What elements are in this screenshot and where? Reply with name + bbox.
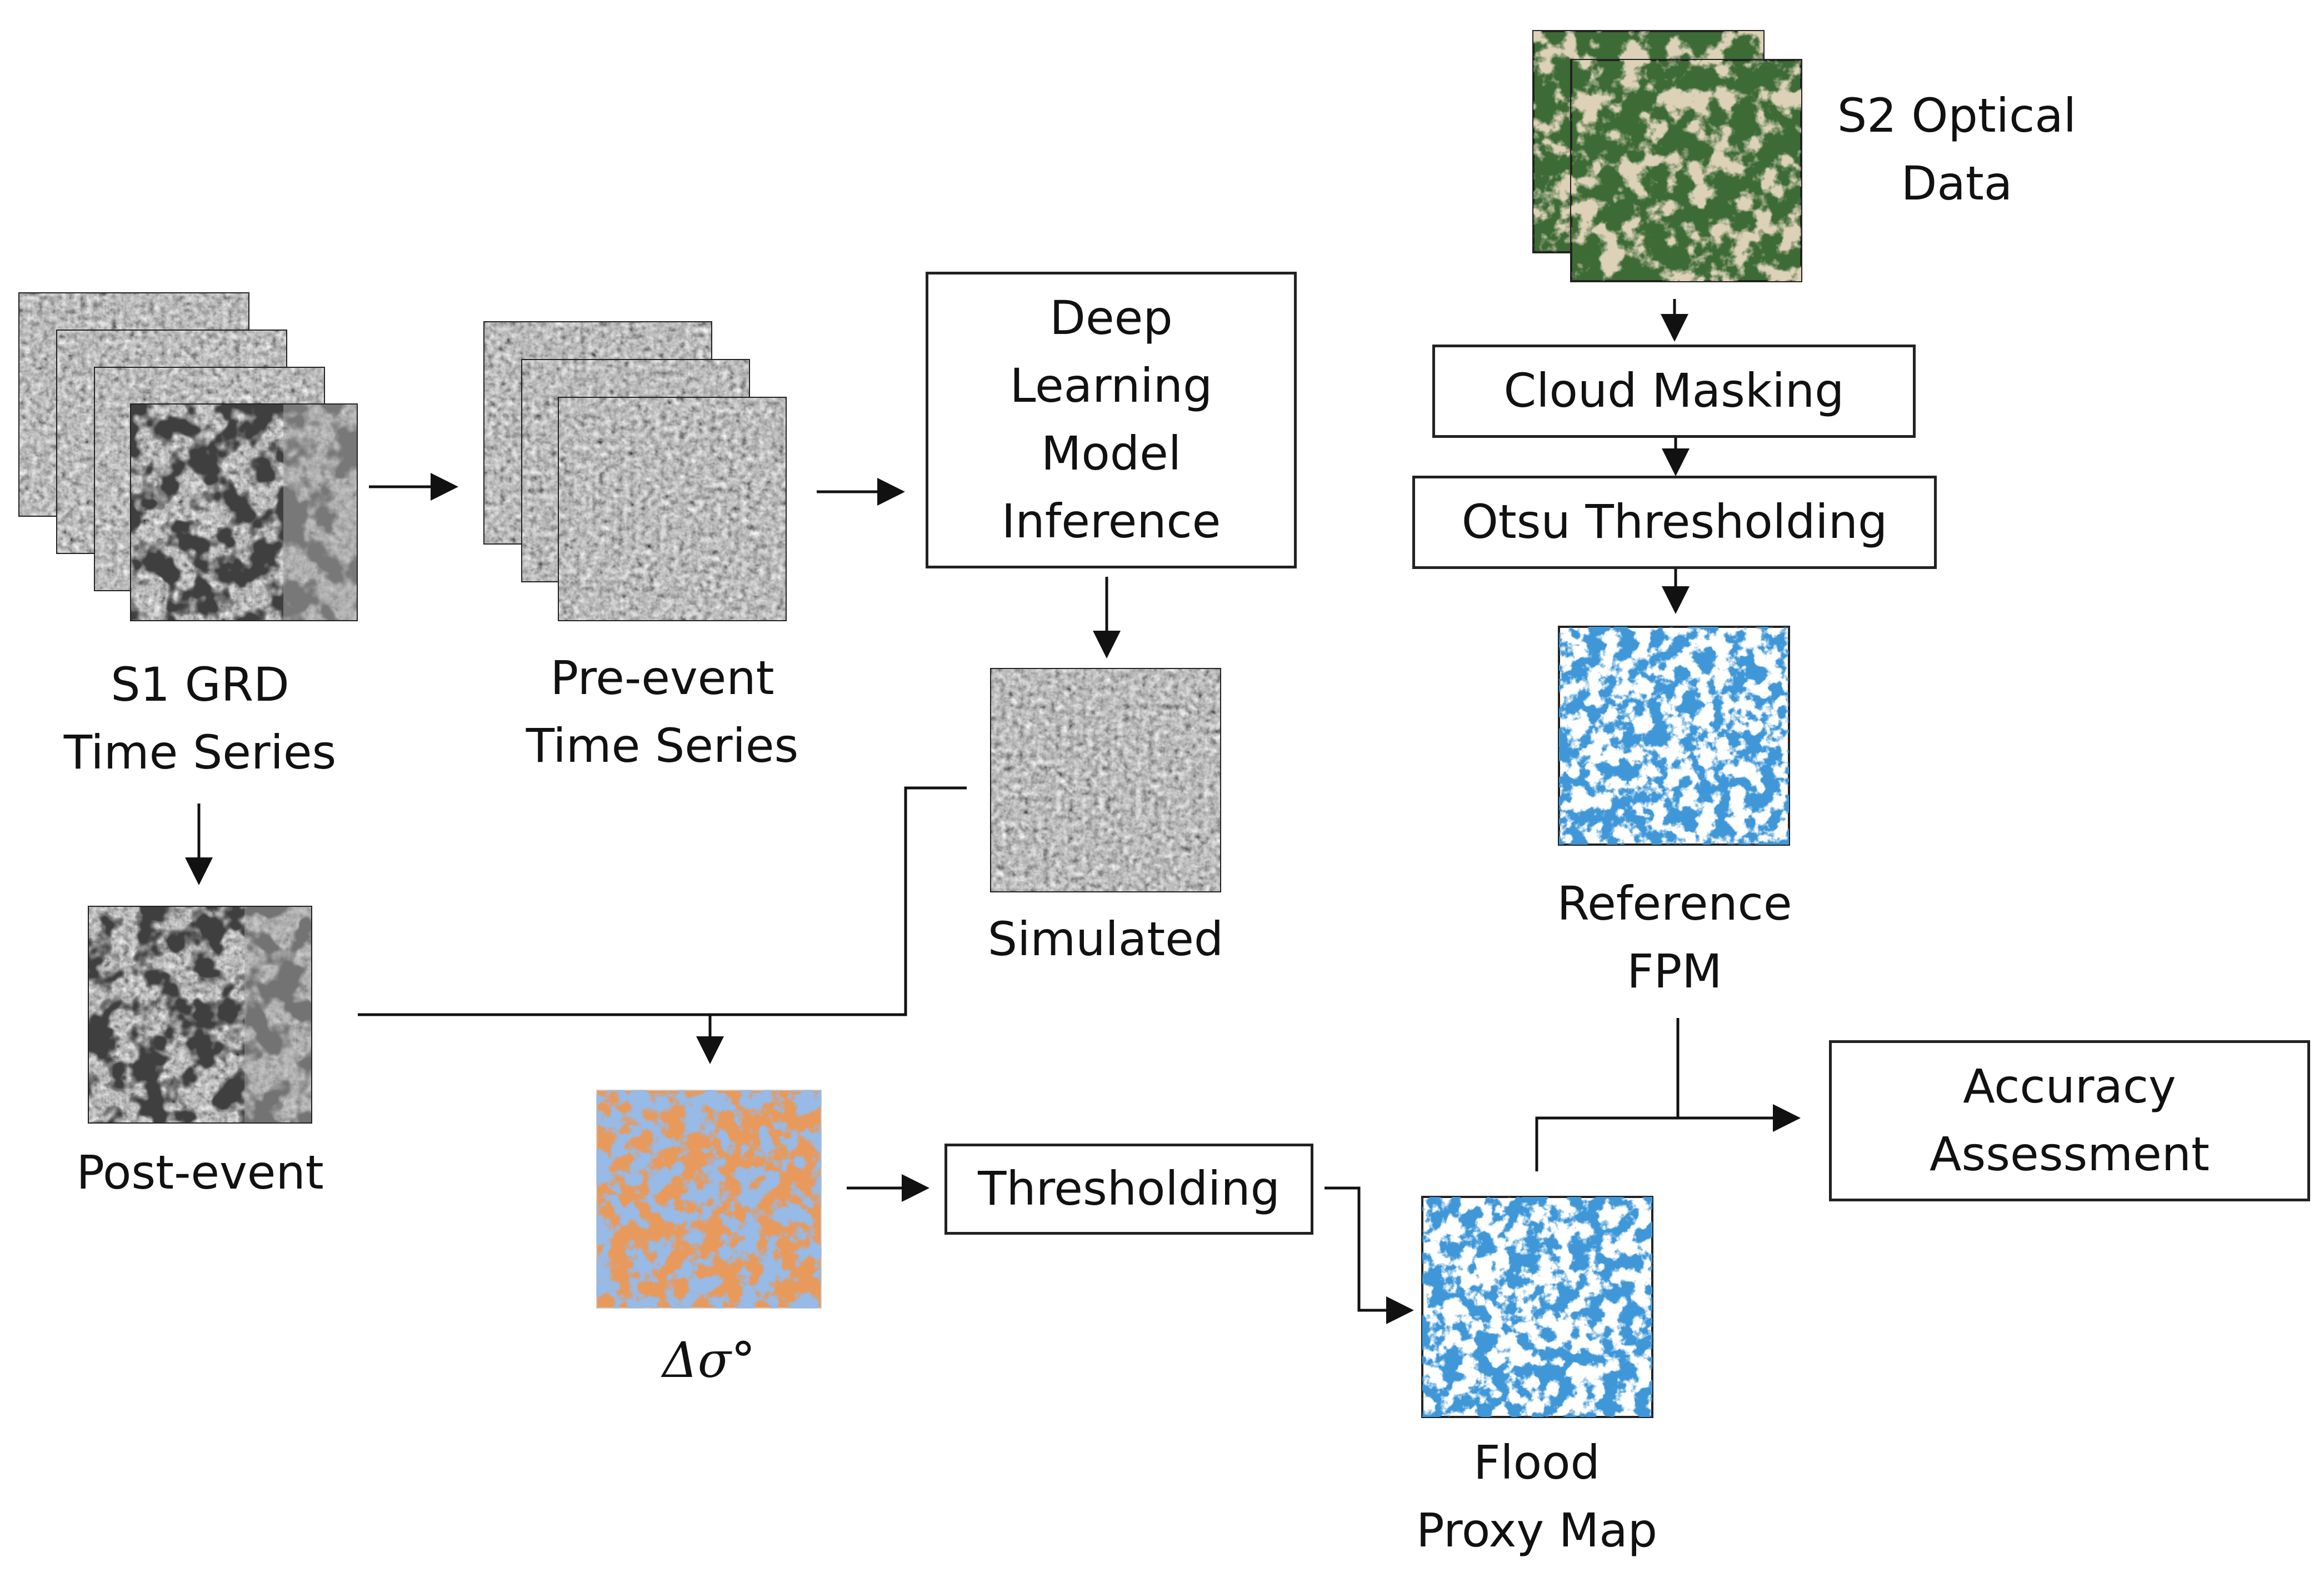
otsu-thresholding-box: Otsu Thresholding <box>1412 476 1937 569</box>
thresholding-box: Thresholding <box>944 1144 1313 1235</box>
flood-proxy-map-label: Flood Proxy Map <box>1416 1435 1658 1558</box>
pre-layer-3 <box>558 397 787 621</box>
post-event-image <box>88 906 312 1124</box>
delta-sigma-image <box>596 1090 822 1309</box>
pre-event-label: Pre-event Time Series <box>526 651 799 773</box>
reference-fpm-image <box>1558 626 1790 846</box>
simulated-image <box>990 668 1221 892</box>
post-event-label: Post-event <box>76 1145 324 1200</box>
reference-fpm-label: Reference FPM <box>1557 876 1792 999</box>
simulated-label: Simulated <box>987 912 1224 966</box>
arrow-fpm-to-accuracy <box>1535 1104 1801 1171</box>
connectors <box>185 299 1801 1324</box>
pre-event-stack <box>483 321 787 621</box>
s1-layer-4-post-event <box>130 403 358 621</box>
cloud-masking-box: Cloud Masking <box>1432 345 1916 438</box>
s2-optical-stack <box>1532 30 1802 282</box>
s2-optical-label: S2 Optical Data <box>1837 88 2077 211</box>
s1-grd-label: S1 GRD Time Series <box>63 657 337 780</box>
s1-grd-stack <box>18 292 358 621</box>
accuracy-assessment-box: Accuracy Assessment <box>1829 1040 2310 1201</box>
s2-layer-2 <box>1570 59 1802 282</box>
deep-learning-box: Deep Learning Model Inference <box>926 272 1297 568</box>
flood-proxy-map-image <box>1421 1196 1653 1418</box>
delta-sigma-label: Δσ° <box>662 1331 756 1389</box>
arrow-thresholding-to-fpm <box>1325 1186 1414 1324</box>
line-post-to-merge <box>358 786 967 1016</box>
